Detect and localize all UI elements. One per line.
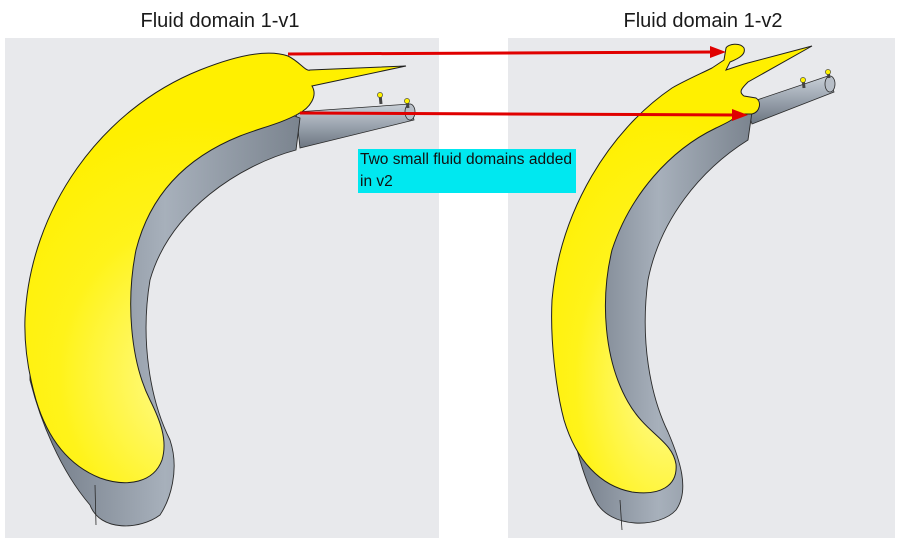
top-red-arrow bbox=[287, 46, 726, 58]
right-model bbox=[551, 43, 836, 531]
right-view-title: Fluid domain 1-v2 bbox=[623, 10, 783, 32]
left-fluid-domain bbox=[24, 52, 407, 484]
right-fluid-domain bbox=[551, 43, 813, 494]
annotation-callout: Two small fluid domains added in v2 bbox=[358, 149, 576, 193]
left-model bbox=[24, 52, 416, 527]
left-outlet-pipe bbox=[295, 92, 416, 149]
left-view-title: Fluid domain 1-v1 bbox=[140, 10, 300, 32]
bottom-red-arrow bbox=[299, 109, 748, 121]
right-outlet-pipe bbox=[744, 69, 836, 125]
